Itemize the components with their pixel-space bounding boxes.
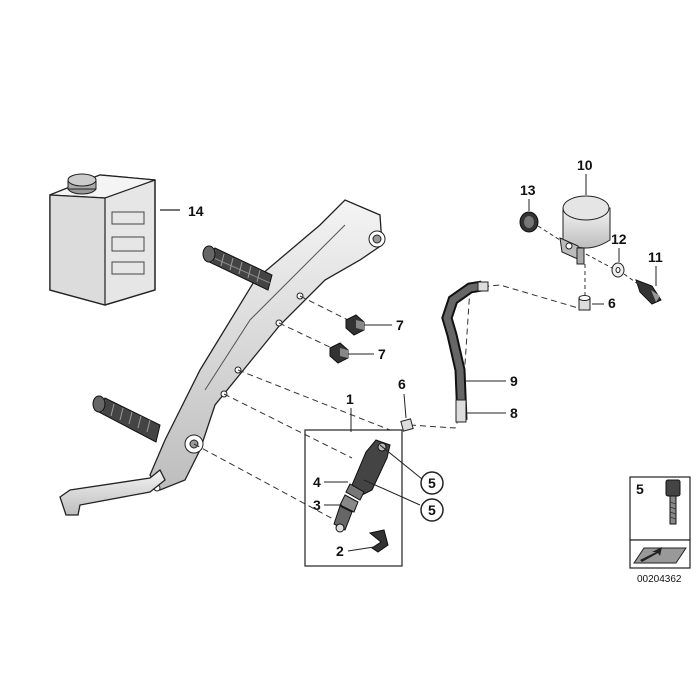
upper-footpeg[interactable] xyxy=(202,245,273,291)
callout-6b-label: 6 xyxy=(608,295,616,311)
callout-4: 4 xyxy=(313,474,348,490)
callout-8-label: 8 xyxy=(510,405,518,421)
callout-11-label: 11 xyxy=(648,249,663,265)
legend-number: 5 xyxy=(636,481,644,497)
callout-2: 2 xyxy=(336,543,375,559)
reference-number: 00204362 xyxy=(637,574,682,585)
callout-1-label: 1 xyxy=(346,391,354,407)
lower-footpeg[interactable] xyxy=(92,395,161,443)
callout-4-label: 4 xyxy=(313,474,321,490)
callout-7b: 7 xyxy=(348,346,386,362)
arrow-icon xyxy=(633,547,687,564)
sleeve-6-upper[interactable] xyxy=(578,264,591,311)
callout-3-label: 3 xyxy=(313,497,321,513)
callout-9-label: 9 xyxy=(510,373,518,389)
footrest-bracket[interactable] xyxy=(149,199,386,492)
callout-5b-label: 5 xyxy=(428,502,436,518)
screw[interactable] xyxy=(623,273,662,305)
brake-pedal[interactable] xyxy=(59,468,166,516)
callout-1: 1 xyxy=(346,391,354,432)
legend-box: 5 00204362 xyxy=(629,476,691,585)
callout-7a: 7 xyxy=(364,317,404,333)
callout-12-label: 12 xyxy=(611,231,627,247)
callout-13-label: 13 xyxy=(520,182,536,198)
fluid-reservoir[interactable] xyxy=(559,195,611,265)
callout-6a-label: 6 xyxy=(398,376,406,392)
callout-6b: 6 xyxy=(592,295,616,311)
callout-8: 8 xyxy=(466,405,518,421)
bolt-7-upper[interactable] xyxy=(345,314,365,336)
sleeve-6-lower[interactable] xyxy=(400,418,414,432)
callout-2-label: 2 xyxy=(336,543,344,559)
callout-14: 14 xyxy=(188,203,204,219)
callout-10-label: 10 xyxy=(577,157,593,173)
callout-6a: 6 xyxy=(398,376,407,419)
callout-11: 11 xyxy=(648,249,663,286)
callout-3: 3 xyxy=(313,497,342,513)
callout-5a-label: 5 xyxy=(428,475,436,491)
oil-can[interactable] xyxy=(49,173,180,306)
callout-7a-label: 7 xyxy=(396,317,404,333)
callout-5b: 5 xyxy=(363,479,444,522)
master-cylinder[interactable] xyxy=(333,439,391,533)
callout-5a: 5 xyxy=(379,444,444,495)
callout-10: 10 xyxy=(577,157,593,195)
grommet[interactable] xyxy=(519,211,561,241)
callout-9: 9 xyxy=(466,373,518,389)
callout-12: 12 xyxy=(611,231,627,262)
washer[interactable] xyxy=(585,253,625,278)
bolt-icon xyxy=(665,479,681,525)
brake-hose[interactable] xyxy=(441,280,489,423)
callout-7b-label: 7 xyxy=(378,346,386,362)
callout-14-label: 14 xyxy=(188,203,204,219)
clip-part-2[interactable] xyxy=(368,529,389,553)
bolt-7-lower[interactable] xyxy=(329,342,349,364)
assembly-frame xyxy=(304,429,403,567)
callout-13: 13 xyxy=(520,182,536,211)
